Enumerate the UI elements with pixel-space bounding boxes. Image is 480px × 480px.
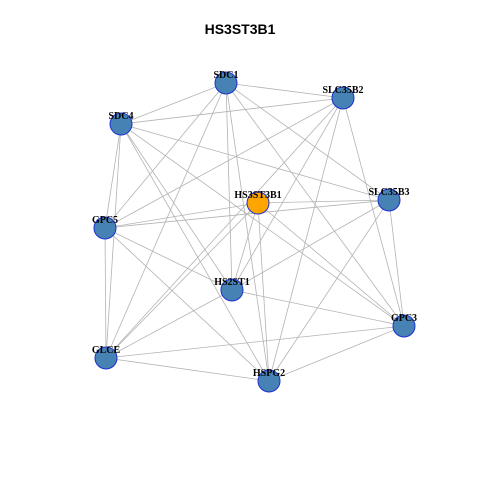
edge-slc35b2-sdc4 — [120, 97, 344, 125]
edge-sdc4-gpc5 — [104, 123, 122, 229]
edge-slc35b2-glce — [105, 97, 344, 359]
node-sdc1: SDC1 — [213, 70, 239, 95]
node-circle — [257, 369, 281, 393]
edge-gpc5-glce — [104, 227, 107, 359]
node-gpc5: GPC5 — [92, 215, 118, 240]
edge-gpc5-hs2st1 — [104, 227, 233, 291]
edge-sdc4-glce — [105, 123, 122, 359]
edge-gpc3-hspg2 — [268, 325, 405, 382]
edge-hs3st3b1-hs2st1 — [231, 202, 259, 291]
edge-sdc1-slc35b2 — [225, 82, 344, 99]
figure-title: HS3ST3B1 — [204, 21, 276, 37]
node-slc35b3: SLC35B3 — [368, 187, 410, 212]
node-label: GPC5 — [92, 215, 118, 226]
node-label: SLC35B2 — [322, 85, 363, 96]
node-circle — [109, 112, 133, 136]
node-glce: GLCE — [92, 345, 121, 370]
edge-sdc4-hs2st1 — [120, 123, 233, 291]
edge-hs3st3b1-slc35b3 — [257, 199, 390, 204]
node-slc35b2: SLC35B2 — [322, 85, 364, 110]
edge-hs2st1-glce — [105, 289, 233, 359]
edge-hs3st3b1-hspg2 — [257, 202, 270, 382]
edge-slc35b3-gpc3 — [388, 199, 405, 327]
edge-slc35b3-hspg2 — [268, 199, 390, 382]
node-label: SDC4 — [108, 111, 133, 122]
edge-gpc5-hspg2 — [104, 227, 270, 382]
node-gpc3: GPC3 — [391, 313, 417, 338]
node-label: SLC35B3 — [368, 187, 409, 198]
node-hs2st1: HS2ST1 — [214, 277, 250, 302]
node-circle — [331, 86, 355, 110]
node-label: HS3ST3B1 — [234, 190, 281, 201]
edge-sdc4-gpc3 — [120, 123, 405, 327]
node-circle — [94, 346, 118, 370]
edge-slc35b2-hs2st1 — [231, 97, 344, 291]
node-label: HS2ST1 — [214, 277, 250, 288]
edge-sdc1-glce — [105, 82, 227, 359]
node-label: SDC1 — [213, 70, 238, 81]
node-hspg2: HSPG2 — [253, 368, 285, 393]
node-circle — [214, 71, 238, 95]
edge-gpc3-glce — [105, 325, 405, 359]
edge-sdc1-hs2st1 — [225, 82, 233, 291]
edge-hs3st3b1-gpc3 — [257, 202, 405, 327]
node-label: GPC3 — [391, 313, 417, 324]
edge-hs3st3b1-glce — [105, 202, 259, 359]
edge-sdc1-slc35b3 — [225, 82, 390, 201]
edge-sdc1-sdc4 — [120, 82, 227, 125]
edge-glce-hspg2 — [105, 357, 270, 382]
edge-slc35b3-hs2st1 — [231, 199, 390, 291]
edge-hs3st3b1-gpc5 — [104, 202, 259, 229]
edge-hs2st1-gpc3 — [231, 289, 405, 327]
node-circle — [392, 314, 416, 338]
node-hs3st3b1: HS3ST3B1 — [234, 190, 282, 215]
edge-slc35b2-gpc5 — [104, 97, 344, 229]
node-circle — [93, 216, 117, 240]
node-label: GLCE — [92, 345, 121, 356]
node-circle — [377, 188, 401, 212]
node-circle — [246, 191, 270, 215]
edge-slc35b2-hspg2 — [268, 97, 344, 382]
edge-sdc4-slc35b3 — [120, 123, 390, 201]
node-circle — [220, 278, 244, 302]
edge-sdc1-hspg2 — [225, 82, 270, 382]
node-label: HSPG2 — [253, 368, 285, 379]
node-sdc4: SDC4 — [108, 111, 134, 136]
edge-slc35b3-gpc5 — [104, 199, 390, 229]
edge-layer — [104, 82, 405, 382]
edge-slc35b2-gpc3 — [342, 97, 405, 327]
edge-sdc4-hspg2 — [120, 123, 270, 382]
